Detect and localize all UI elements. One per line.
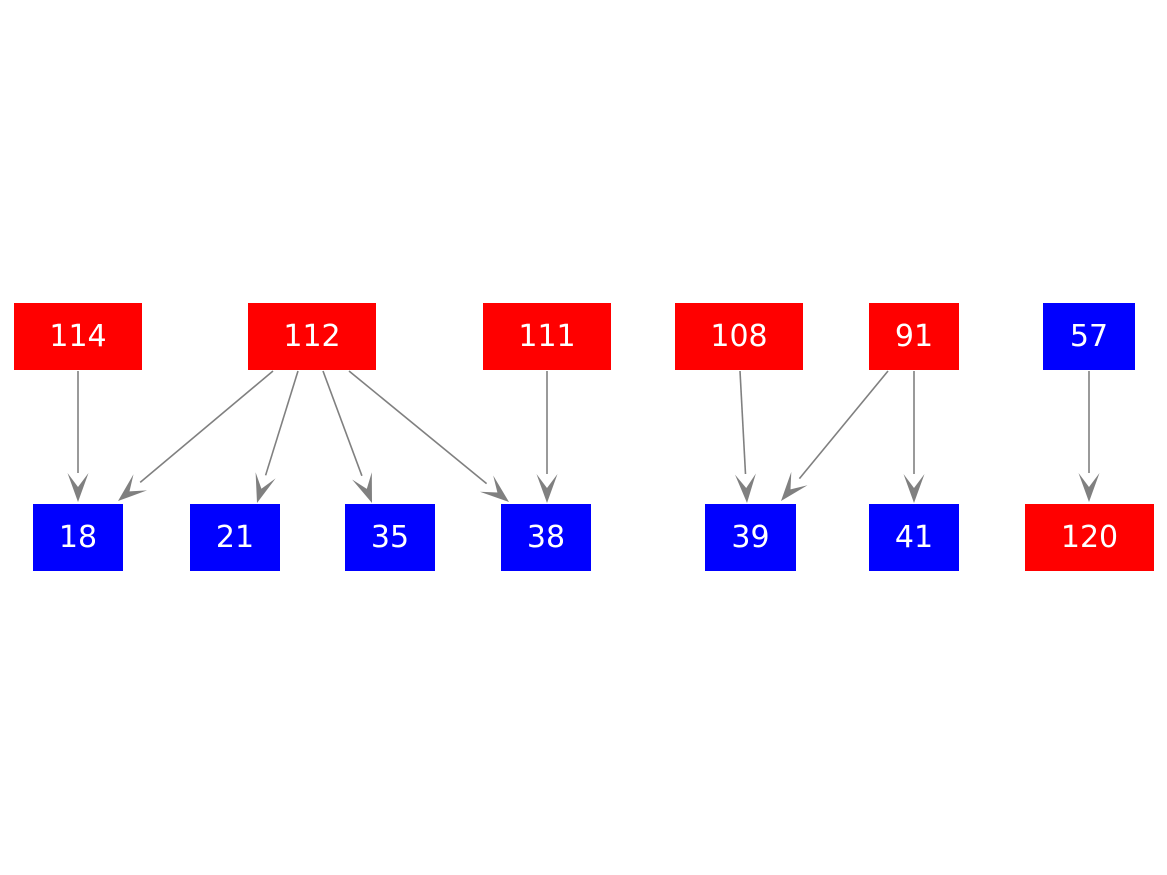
node-label: 57 bbox=[1069, 318, 1109, 354]
graph-node-111: 111 bbox=[483, 303, 611, 370]
node-label: 39 bbox=[731, 519, 770, 555]
arrowhead-icon bbox=[479, 475, 509, 502]
graph-node-21: 21 bbox=[190, 504, 280, 571]
node-label: 120 bbox=[1060, 519, 1119, 555]
arrowhead-icon bbox=[536, 474, 558, 503]
arrowhead-icon bbox=[1078, 473, 1100, 502]
graph-node-41: 41 bbox=[869, 504, 959, 571]
edge-112-38 bbox=[348, 370, 488, 485]
graph-node-120: 120 bbox=[1025, 504, 1154, 571]
arrowhead-icon bbox=[781, 471, 808, 501]
arrowhead-icon bbox=[118, 474, 147, 501]
graph-node-57: 57 bbox=[1043, 303, 1135, 370]
arrowhead-icon bbox=[67, 473, 89, 502]
graph-node-18: 18 bbox=[33, 504, 123, 571]
node-label: 114 bbox=[49, 318, 107, 354]
arrowhead-icon bbox=[903, 474, 925, 503]
arrowhead-icon bbox=[735, 473, 756, 503]
node-label: 41 bbox=[894, 519, 934, 555]
edge-108-39 bbox=[739, 370, 747, 475]
arrowhead-icon bbox=[255, 472, 276, 503]
node-label: 111 bbox=[518, 318, 576, 354]
arrowhead-icon bbox=[352, 472, 372, 503]
edge-91-39 bbox=[798, 370, 889, 480]
node-label: 21 bbox=[215, 519, 255, 555]
graph-node-108: 108 bbox=[675, 303, 803, 370]
node-label: 35 bbox=[370, 519, 410, 555]
node-label: 38 bbox=[526, 519, 566, 555]
node-label: 18 bbox=[58, 519, 98, 555]
graph-node-91: 91 bbox=[869, 303, 959, 370]
node-label: 108 bbox=[710, 318, 768, 354]
edge-112-18 bbox=[139, 370, 274, 484]
graph-node-38: 38 bbox=[501, 504, 591, 571]
node-label: 112 bbox=[283, 318, 341, 354]
graph-node-112: 112 bbox=[248, 303, 376, 370]
graph-node-39: 39 bbox=[705, 504, 796, 571]
edge-112-21 bbox=[264, 370, 299, 476]
graph-node-114: 114 bbox=[14, 303, 142, 370]
node-label: 91 bbox=[894, 318, 934, 354]
graph-node-35: 35 bbox=[345, 504, 435, 571]
edge-112-35 bbox=[322, 370, 363, 477]
